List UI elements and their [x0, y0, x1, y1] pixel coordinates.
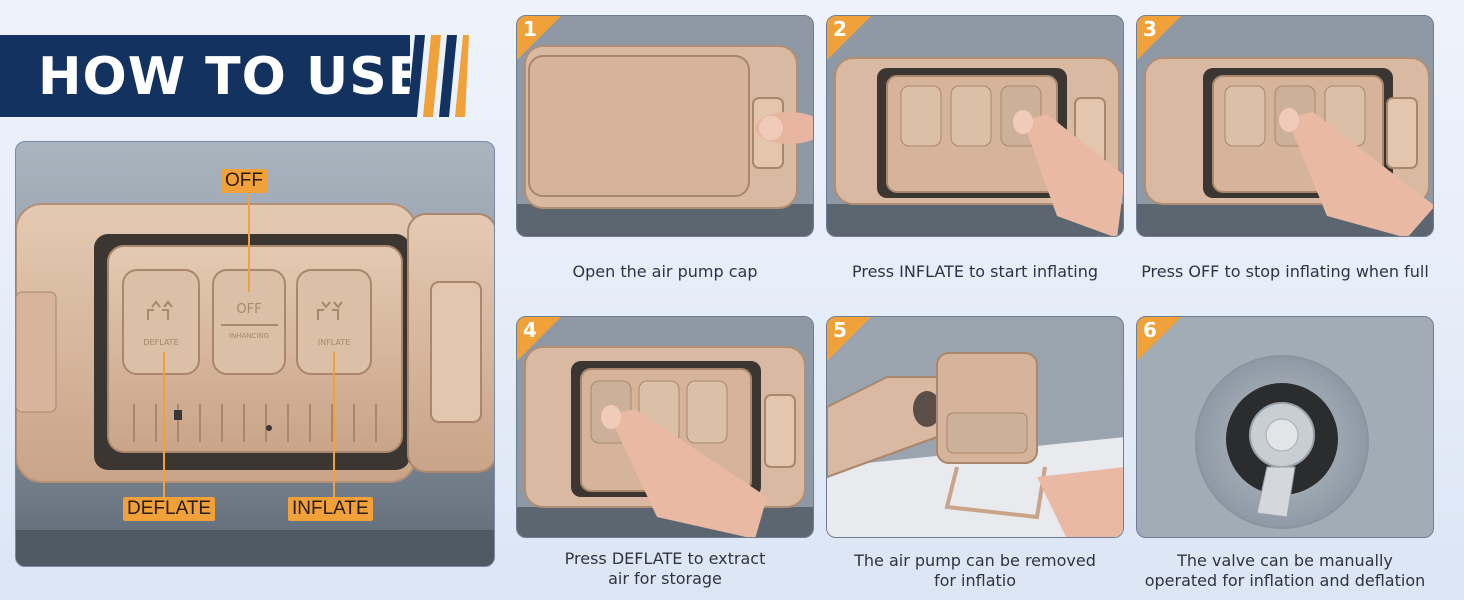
step-6-number: 6	[1143, 318, 1157, 342]
step-3-photo: 3	[1136, 15, 1434, 237]
step-3-caption: Press OFF to stop inflating when full	[1141, 262, 1429, 281]
step-6-caption-line-2: operated for inflation and deflation	[1144, 571, 1426, 590]
off-callout-label: OFF	[221, 169, 267, 193]
step-5-caption-line-2: for inflatio	[933, 571, 1017, 590]
step-1-caption: Open the air pump cap	[572, 262, 758, 281]
pump-control-panel-photo: DEFLATE OFF INHANCING INFLATE OFF DEFLAT…	[15, 141, 495, 567]
step-4-caption-line-2: air for storage	[608, 569, 722, 588]
deflate-callout-label: DEFLATE	[123, 497, 216, 521]
banner-background	[0, 35, 410, 117]
step-6-caption: The valve can be manually operated for i…	[1125, 551, 1445, 591]
step-5-caption: The air pump can be removed for inflatio	[815, 551, 1135, 591]
step-4-number: 4	[523, 318, 537, 342]
inflate-callout-label: INFLATE	[288, 497, 373, 521]
step-4-caption: Press DEFLATE to extract air for storage	[505, 549, 825, 589]
step-4-photo: 4	[516, 316, 814, 538]
inflate-button-text: INFLATE	[317, 338, 351, 347]
step-5-number: 5	[833, 318, 847, 342]
step-4-caption-line-1: Press DEFLATE to extract	[564, 549, 766, 568]
off-button-text: OFF	[236, 302, 262, 317]
step-3-number: 3	[1143, 17, 1157, 41]
deflate-button-text: DEFLATE	[143, 338, 179, 347]
step-1-photo: 1	[516, 15, 814, 237]
banner-title: HOW TO USE	[38, 47, 425, 107]
step-2-number: 2	[833, 17, 847, 41]
step-2-photo: 2	[826, 15, 1124, 237]
off-button-subtext: INHANCING	[228, 332, 270, 340]
step-5-caption-line-1: The air pump can be removed	[854, 551, 1096, 570]
step-1-number: 1	[523, 17, 537, 41]
step-6-caption-line-1: The valve can be manually	[1177, 551, 1393, 570]
step-6-photo: 6	[1136, 316, 1434, 538]
banner-stripes-decoration	[407, 35, 469, 117]
step-2-caption: Press INFLATE to start inflating	[851, 262, 1099, 281]
how-to-use-banner: HOW TO USE	[0, 35, 469, 117]
step-5-photo: 5	[826, 316, 1124, 538]
